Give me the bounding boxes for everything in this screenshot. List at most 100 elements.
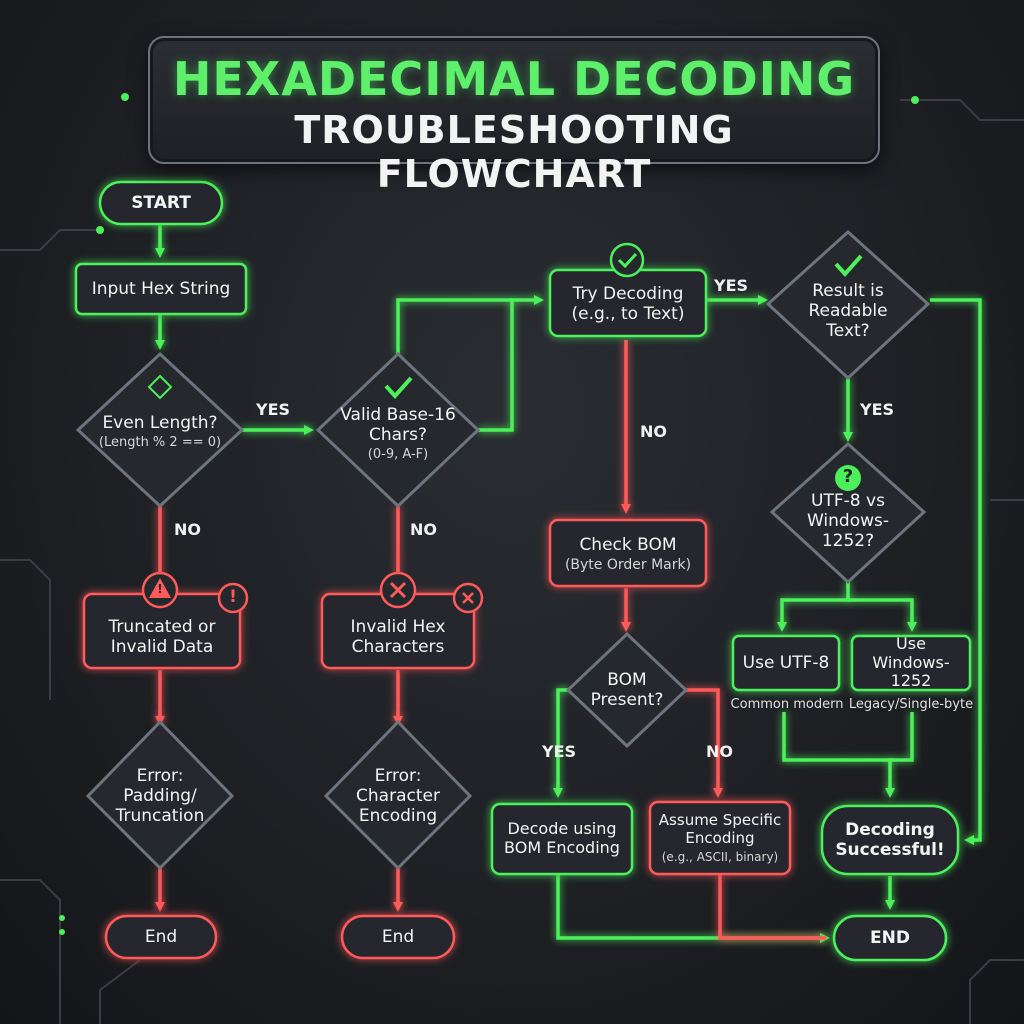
end-left-pill xyxy=(104,914,218,960)
red-edges xyxy=(155,340,826,940)
readable-label: Result is Readable Text? xyxy=(808,280,888,342)
start-pill xyxy=(98,180,224,226)
title-line-1: HEXADECIMAL DECODING xyxy=(172,52,856,106)
end-right-node: END xyxy=(834,916,946,960)
edge-label-yes-even: YES xyxy=(256,400,291,419)
use-utf8-node: Use UTF-8 xyxy=(733,636,839,690)
edge-label-yes-bom: YES xyxy=(542,742,577,761)
error-padding-diamond xyxy=(85,719,235,871)
edge-label-no-valid: NO xyxy=(410,520,437,539)
circuit-decoration xyxy=(0,99,1024,1024)
truncated-node: Truncated or Invalid Data xyxy=(84,612,240,662)
edge-label-yes-try: YES xyxy=(714,276,749,295)
start-label: START xyxy=(131,192,191,213)
checkmark-circle-icon xyxy=(609,242,645,278)
assume-label: Assume Specific Encoding xyxy=(658,811,782,847)
end-right-pill xyxy=(832,914,948,962)
bom-present-node: BOM Present? xyxy=(580,666,674,714)
end-mid-pill xyxy=(340,914,456,960)
exclamation-circle-icon xyxy=(217,582,249,614)
edge-bom-assume xyxy=(684,688,723,798)
end-left-node: End xyxy=(106,916,216,958)
use-win-rect xyxy=(850,634,972,692)
even-length-label: Even Length? xyxy=(102,413,218,434)
x-circle-icon-mark xyxy=(389,581,407,599)
valid-chars-node: Valid Base-16 Chars? (0-9, A-F) xyxy=(336,404,460,464)
invalid-hex-label: Invalid Hex Characters xyxy=(350,616,446,657)
check-bom-rect xyxy=(548,518,708,588)
try-decoding-label: Try Decoding xyxy=(572,283,684,304)
check-bom-sub: (Byte Order Mark) xyxy=(564,556,692,573)
input-label: Input Hex String xyxy=(91,278,231,299)
checkmark-circle-icon-mark xyxy=(617,252,638,269)
edge-decode-end xyxy=(556,874,830,943)
readable-checkmark-icon xyxy=(834,254,863,277)
warning-triangle-icon xyxy=(149,578,171,598)
error-encoding-diamond xyxy=(323,719,473,871)
success-label: Decoding Successful! xyxy=(835,819,945,860)
edge-utf-usewin xyxy=(848,598,917,632)
error-encoding-label: Error: Character Encoding xyxy=(356,765,440,827)
use-win-node: Use Windows-1252 xyxy=(852,633,970,691)
use-utf8-label: Use UTF-8 xyxy=(742,652,830,673)
error-encoding-node: Error: Character Encoding xyxy=(338,758,458,834)
exclamation-badge-glyph: ! xyxy=(229,587,237,607)
check-bom-label: Check BOM xyxy=(579,534,677,555)
use-win-caption: Legacy/Single-byte xyxy=(848,697,974,712)
input-rect xyxy=(74,262,248,316)
edge-valid-try-b xyxy=(396,298,512,354)
bom-present-label: BOM Present? xyxy=(590,669,664,710)
try-decoding-node: Try Decoding (e.g., to Text) xyxy=(550,276,706,332)
decorative-dots xyxy=(59,93,919,935)
assume-node: Assume Specific Encoding (e.g., ASCII, b… xyxy=(650,802,790,874)
error-padding-node: Error: Padding/ Truncation xyxy=(100,758,220,834)
readable-node: Result is Readable Text? xyxy=(788,276,908,346)
question-mark-glyph: ? xyxy=(842,466,854,487)
decode-bom-label: Decode using BOM Encoding xyxy=(504,819,620,857)
edge-readable-success xyxy=(930,298,982,845)
question-circle-icon xyxy=(835,465,861,491)
diamond-outline-icon xyxy=(147,374,173,400)
even-length-sub: (Length % 2 == 0) xyxy=(98,435,222,451)
even-length-node: Even Length? (Length % 2 == 0) xyxy=(78,410,242,454)
check-bom-node: Check BOM (Byte Order Mark) xyxy=(550,526,706,582)
edge-utf-useutf8 xyxy=(777,580,850,632)
invalid-hex-node: Invalid Hex Characters xyxy=(322,612,474,662)
edge-label-no-even: NO xyxy=(174,520,201,539)
x-badge-icon-mark xyxy=(462,592,474,604)
edge-utf8-success xyxy=(782,712,895,798)
end-left-label: End xyxy=(144,926,178,947)
use-win-label: Use Windows-1252 xyxy=(872,633,950,691)
use-utf8-caption: Common modern xyxy=(730,697,844,712)
valid-diamond xyxy=(315,351,481,509)
edge-assume-end xyxy=(718,874,826,940)
edge-label-no-try: NO xyxy=(640,422,667,441)
bom-diamond xyxy=(565,631,689,749)
end-mid-node: End xyxy=(342,916,454,958)
error-padding-label: Error: Padding/ Truncation xyxy=(115,765,205,827)
assume-sub: (e.g., ASCII, binary) xyxy=(661,849,779,864)
title-banner: HEXADECIMAL DECODING TROUBLESHOOTING FLO… xyxy=(148,36,880,196)
even-diamond xyxy=(75,351,245,509)
valid-chars-sub: (0-9, A-F) xyxy=(367,447,429,463)
success-rect xyxy=(820,804,960,876)
truncated-label: Truncated or Invalid Data xyxy=(108,616,216,657)
decode-bom-node: Decode using BOM Encoding xyxy=(492,804,632,874)
decode-bom-rect xyxy=(490,802,634,876)
end-mid-label: End xyxy=(381,926,415,947)
edge-win-success xyxy=(890,712,914,762)
success-node: Decoding Successful! xyxy=(822,806,958,874)
valid-chars-label: Valid Base-16 Chars? xyxy=(340,405,456,446)
end-right-label: END xyxy=(870,927,910,948)
readable-diamond xyxy=(765,229,931,381)
try-decoding-sub: (e.g., to Text) xyxy=(571,304,685,324)
edge-label-no-bom: NO xyxy=(706,742,733,761)
warning-exclamation-glyph: ! xyxy=(157,582,163,596)
utf-vs-win-node: UTF-8 vs Windows-1252? xyxy=(782,491,914,551)
edge-label-yes-readable: YES xyxy=(860,400,895,419)
utf-vs-win-label: UTF-8 vs Windows-1252? xyxy=(806,490,890,552)
input-node: Input Hex String xyxy=(76,264,246,314)
edge-valid-try-a xyxy=(478,295,544,432)
